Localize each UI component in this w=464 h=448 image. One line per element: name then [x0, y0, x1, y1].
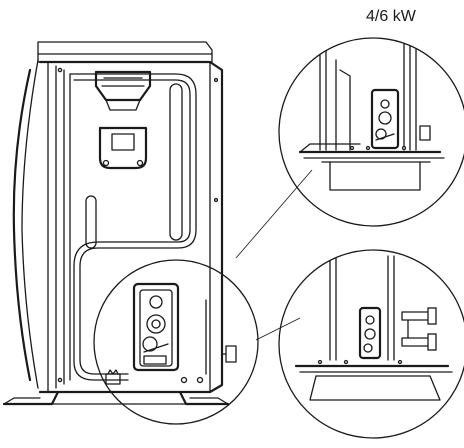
detail-view-lower [278, 249, 464, 439]
callout-lines [235, 169, 313, 341]
detail-view-upper [278, 37, 464, 227]
outdoor-unit-side-view [2, 41, 259, 425]
capacity-label: 4/6 kW [366, 8, 416, 25]
